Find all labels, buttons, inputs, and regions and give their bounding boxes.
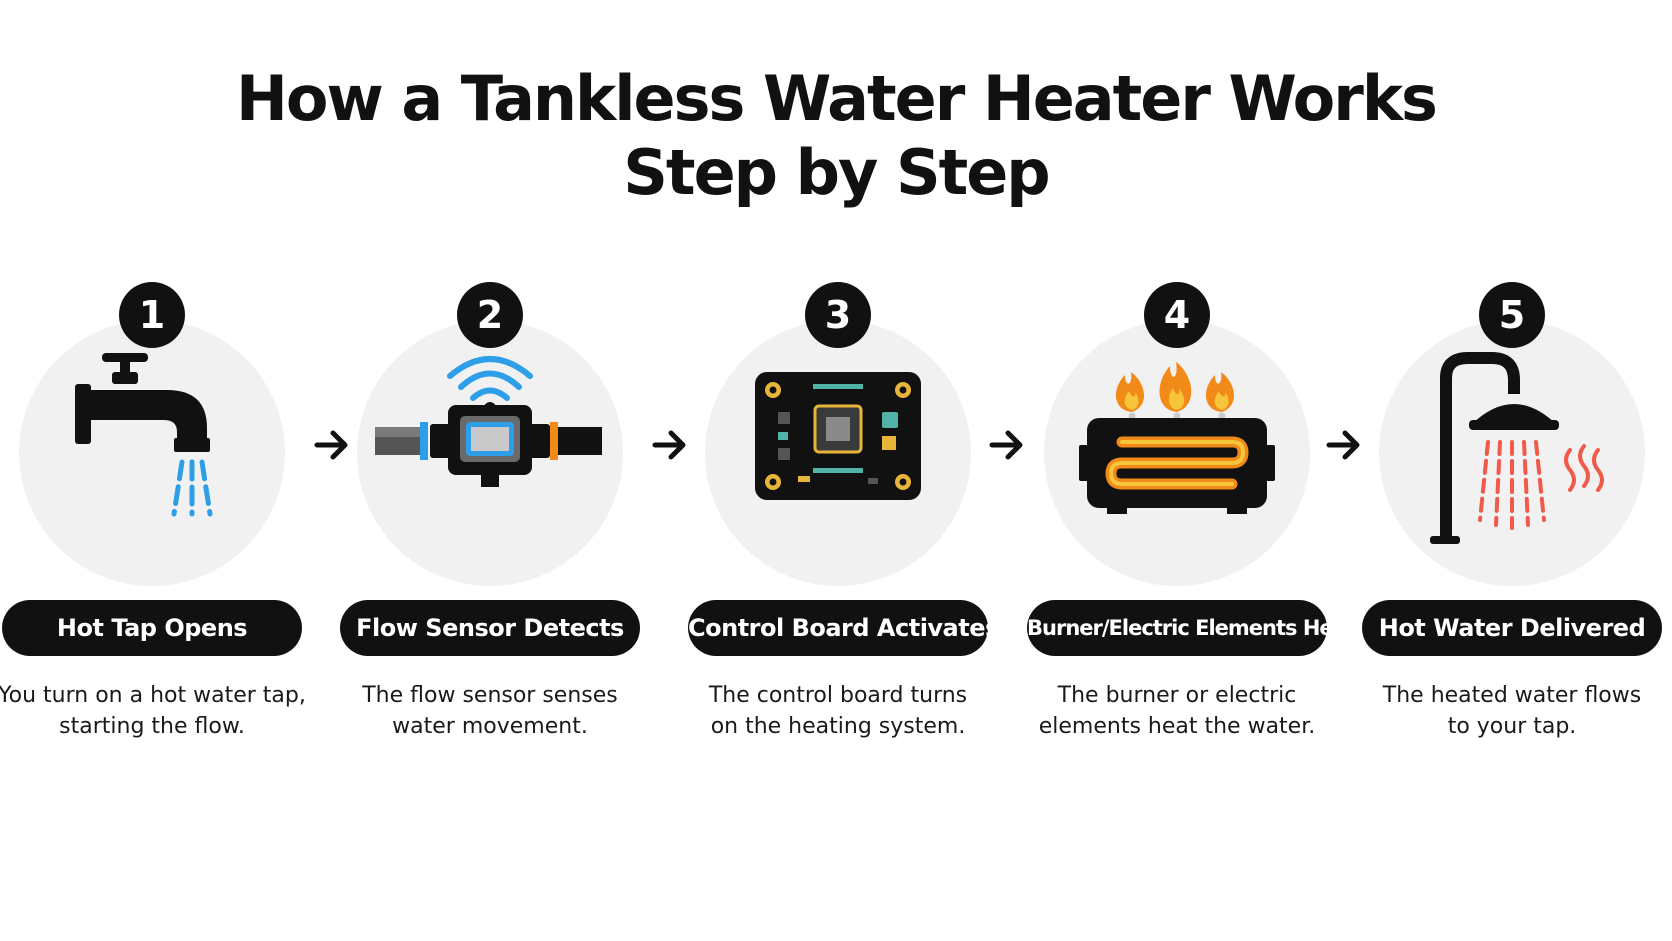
- circuit-board-icon: [755, 372, 921, 500]
- arrow-right-icon: [989, 430, 1023, 460]
- step-description-line-1: The burner or electric: [1057, 683, 1297, 708]
- arrow-right-icon: [314, 430, 348, 460]
- step-number-badge: 2: [457, 282, 523, 348]
- step-description-line-1: You turn on a hot water tap,: [0, 683, 306, 708]
- step-description-line-2: starting the flow.: [59, 714, 245, 739]
- page-title: How a Tankless Water Heater Works Step b…: [0, 62, 1672, 210]
- step-description: You turn on a hot water tap, starting th…: [0, 680, 312, 742]
- step-number-badge: 1: [119, 282, 185, 348]
- shower-icon: [1430, 352, 1604, 544]
- step-number-badge: 5: [1479, 282, 1545, 348]
- arrow-right-icon: [1326, 430, 1360, 460]
- flow-sensor-icon: [375, 356, 602, 487]
- step-label-pill: Hot Water Delivered: [1362, 600, 1662, 656]
- step-description: The control board turns on the heating s…: [678, 680, 998, 742]
- step-description-line-2: elements heat the water.: [1038, 714, 1316, 739]
- step-description-line-2: to your tap.: [1447, 714, 1577, 739]
- step-description-line-2: water movement.: [392, 714, 588, 739]
- step-label-pill: Burner/Electric Elements Heat: [1027, 600, 1356, 656]
- step-description-line-1: The flow sensor senses: [362, 683, 618, 708]
- step-description-line-1: The control board turns: [708, 683, 968, 708]
- step-label-pill: Hot Tap Opens: [2, 600, 302, 656]
- step-description: The flow sensor senses water movement.: [330, 680, 650, 742]
- step-circle: [19, 320, 285, 586]
- step-description-line-2: on the heating system.: [710, 714, 966, 739]
- step-number-badge: 4: [1144, 282, 1210, 348]
- arrow-right-icon: [652, 430, 686, 460]
- faucet-icon: [75, 353, 213, 517]
- step-label-pill: Control Board Activates: [688, 600, 999, 656]
- burner-icon: [1079, 362, 1275, 514]
- step-description-line-1: The heated water flows: [1382, 683, 1642, 708]
- step-label-pill: Flow Sensor Detects: [340, 600, 640, 656]
- title-line-2: Step by Step: [623, 136, 1050, 209]
- step-description: The heated water flows to your tap.: [1352, 680, 1672, 742]
- step-description: The burner or electric elements heat the…: [1017, 680, 1337, 742]
- title-line-1: How a Tankless Water Heater Works: [236, 62, 1438, 135]
- step-number-badge: 3: [805, 282, 871, 348]
